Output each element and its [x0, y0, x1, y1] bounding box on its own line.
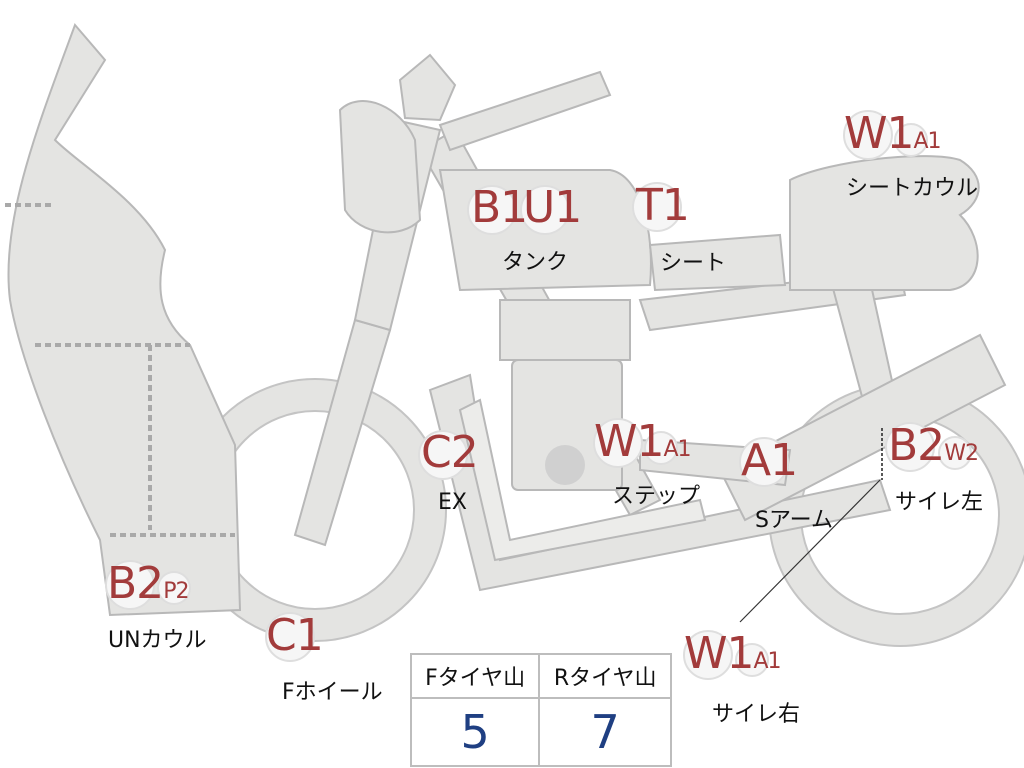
swingarm-code: A1 — [741, 435, 798, 486]
tank-label: タンク — [502, 250, 569, 275]
seat-code-t1: T1 — [636, 180, 690, 231]
front-wheel-code: C1 — [266, 610, 324, 661]
tank-code-b1: B1 — [471, 182, 528, 233]
rear-tire-header: Rタイヤ山 — [538, 653, 672, 699]
front-tire-value: 5 — [409, 697, 541, 767]
tank-code-u1: U1 — [523, 182, 582, 233]
exhaust-label: EX — [438, 490, 467, 515]
step-code: W1A1 — [594, 416, 692, 467]
tire-tread-table: Fタイヤ山 Rタイヤ山 5 7 — [409, 653, 672, 767]
front-wheel-label: Fホイール — [282, 680, 383, 705]
exhaust-code: C2 — [421, 427, 479, 478]
front-tire-header: Fタイヤ山 — [409, 653, 541, 699]
muffler-right-label: サイレ右 — [712, 702, 801, 727]
under-cowl-label: UNカウル — [108, 628, 207, 653]
muffler-left-code: B2W2 — [888, 420, 979, 471]
rear-tire-value: 7 — [538, 697, 672, 767]
under-cowl-code: B2P2 — [107, 558, 189, 609]
seat-cowl-label: シートカウル — [846, 176, 979, 201]
seat-cowl-code: W1A1 — [844, 108, 942, 159]
seat-label: シート — [660, 251, 727, 276]
swingarm-label: Sアーム — [755, 508, 833, 533]
step-label: ステップ — [612, 484, 701, 509]
muffler-right-code: W1A1 — [684, 628, 782, 679]
muffler-left-label: サイレ左 — [895, 490, 984, 515]
